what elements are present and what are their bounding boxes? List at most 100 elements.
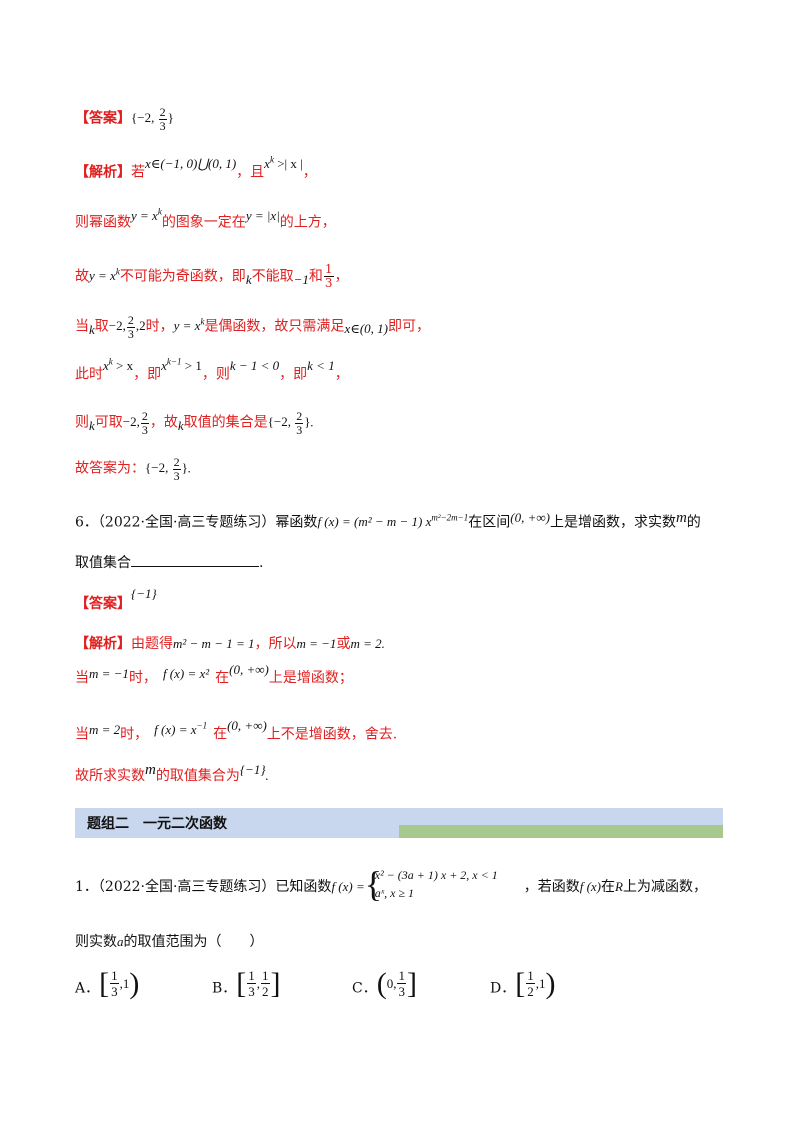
analysis-text: ，即 bbox=[133, 366, 162, 383]
analysis-text: 若 bbox=[131, 164, 145, 181]
question-1-line-1: 1．（2022·全国·高三专题练习）已知函数f (x) ={x² − (3a +… bbox=[75, 866, 707, 906]
analysis-tag: 【解析】 bbox=[75, 164, 131, 181]
math-interval: x∈(−1, 0)⋃(0, 1) bbox=[145, 156, 237, 172]
piecewise-case-1: x² − (3a + 1) x + 2, x < 1 bbox=[374, 868, 498, 882]
punctuation: . bbox=[381, 636, 385, 651]
math-k: k bbox=[245, 272, 252, 288]
math-function: f (x) = x−1 bbox=[154, 721, 208, 738]
question-text: . bbox=[259, 555, 264, 571]
question-text: 则实数 bbox=[75, 934, 117, 950]
math-k: k bbox=[89, 418, 95, 434]
math-equation: m = 2 bbox=[89, 722, 121, 738]
analysis-line-1: 【解析】若x∈(−1, 0)⋃(0, 1)，且xk >| x |， bbox=[75, 155, 317, 182]
choice-label: D． bbox=[490, 980, 516, 997]
math-inequality: k < 1 bbox=[307, 358, 335, 374]
analysis-text: 时， bbox=[128, 670, 157, 686]
analysis-text: 取 bbox=[94, 318, 109, 335]
question-text: 在 bbox=[601, 878, 616, 895]
analysis-text: 不能取 bbox=[251, 268, 294, 285]
question-1-line-2: 则实数a的取值范围为（ ） bbox=[75, 932, 264, 952]
math-inequality: xk >| x | bbox=[264, 155, 303, 172]
analysis-text: 即可， bbox=[388, 318, 430, 335]
analysis-text: 的上方， bbox=[279, 214, 336, 231]
question-text: 在区间 bbox=[468, 514, 511, 531]
answer-line-2: 【答案】{−1} bbox=[75, 586, 157, 614]
answer-tag: 【答案】 bbox=[75, 596, 131, 612]
analysis-text: ，且 bbox=[236, 164, 265, 181]
math-set: {−1} bbox=[239, 762, 266, 777]
question-text: 6．（2022·全国·高三专题练习）幂函数 bbox=[75, 514, 318, 531]
analysis-text: ， bbox=[302, 164, 317, 181]
math-a: a bbox=[117, 934, 124, 949]
question-6-line-1: 6．（2022·全国·高三专题练习）幂函数f (x) = (m² − m − 1… bbox=[75, 508, 701, 532]
analysis-text: ，所以 bbox=[254, 636, 297, 652]
math-function: f (x) bbox=[579, 878, 602, 894]
math-interval: x∈(0, 1) bbox=[344, 321, 388, 337]
question-6-line-2: 取值集合. bbox=[75, 552, 263, 573]
analysis-text: 不可能为奇函数，即 bbox=[119, 268, 246, 285]
analysis-text: 故所求实数 bbox=[75, 768, 145, 784]
analysis-tag: 【解析】 bbox=[75, 636, 131, 652]
analysis-text: 的取值集合为 bbox=[155, 768, 240, 784]
analysis-text: ，故 bbox=[149, 414, 178, 431]
math-function: f (x) = x² bbox=[162, 666, 210, 681]
math-interval: (0, +∞) bbox=[229, 662, 269, 677]
section-title: 题组二 一元二次函数 bbox=[87, 816, 227, 832]
analysis-text: 的图象一定在 bbox=[161, 214, 246, 231]
math-interval: (0, +∞) bbox=[227, 718, 267, 734]
analysis-text: 和 bbox=[308, 268, 323, 285]
analysis-text: 则 bbox=[75, 414, 89, 431]
brace-icon: { bbox=[364, 864, 383, 904]
analysis-line-5: 此时xk > x，即xk−1 > 1，则k − 1 < 0，即k < 1， bbox=[75, 357, 349, 384]
question-text: 的 bbox=[686, 514, 701, 531]
analysis-text: ， bbox=[334, 268, 349, 285]
punctuation: . bbox=[310, 414, 314, 430]
answer-blank[interactable] bbox=[131, 552, 259, 567]
punctuation: . bbox=[265, 768, 269, 783]
analysis-text: 时， bbox=[120, 726, 149, 743]
question-text: 上为减函数， bbox=[622, 878, 707, 895]
math-function-label: f (x) = bbox=[331, 878, 365, 894]
analysis-text: 上是增函数； bbox=[268, 670, 353, 686]
choice-label: A． bbox=[75, 980, 100, 997]
analysis-text: 上不是增函数，舍去. bbox=[266, 726, 398, 743]
analysis2-line-4: 故所求实数m的取值集合为{−1}. bbox=[75, 762, 269, 786]
math-k: k bbox=[177, 418, 184, 434]
math-power: y = xk bbox=[131, 207, 162, 224]
analysis-text: 当 bbox=[75, 726, 89, 743]
analysis-text: 取值的集合是 bbox=[183, 414, 268, 431]
math-inequality: k − 1 < 0 bbox=[229, 358, 280, 374]
analysis-text: 是偶函数，故只需满足 bbox=[204, 318, 345, 335]
punctuation: . bbox=[187, 460, 192, 476]
math-equation: m = −1 bbox=[296, 636, 337, 651]
math-power: y = xk bbox=[173, 317, 205, 334]
analysis-text: ，即 bbox=[279, 366, 308, 383]
analysis-text: ，则 bbox=[201, 366, 230, 383]
analysis-text: 故 bbox=[75, 268, 89, 285]
analysis-text: 当 bbox=[75, 318, 89, 335]
answer-set: {−1} bbox=[131, 586, 157, 601]
analysis-text: 时， bbox=[145, 318, 174, 335]
math-interval: (0, +∞) bbox=[510, 510, 550, 526]
analysis-text: 故答案为： bbox=[75, 460, 145, 477]
